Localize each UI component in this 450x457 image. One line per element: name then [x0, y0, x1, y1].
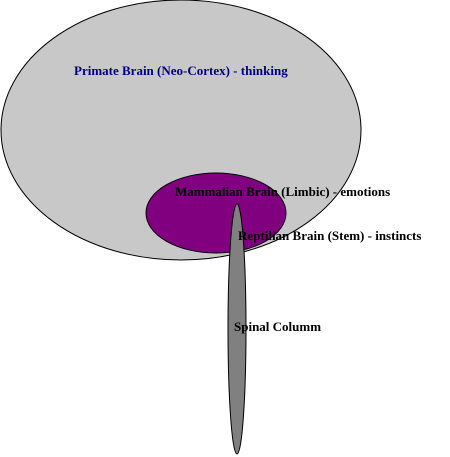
brain-stem-spinal-shape [227, 203, 247, 455]
primate-brain-label: Primate Brain (Neo-Cortex) - thinking [74, 63, 288, 78]
mammalian-brain-label: Mammalian Brain (Limbic) - emotions [175, 184, 390, 199]
reptilian-brain-label: Reptilian Brain (Stem) - instincts [238, 228, 421, 243]
spinal-column-label: Spinal Columm [234, 319, 321, 334]
mammalian-brain-shape [145, 172, 287, 254]
